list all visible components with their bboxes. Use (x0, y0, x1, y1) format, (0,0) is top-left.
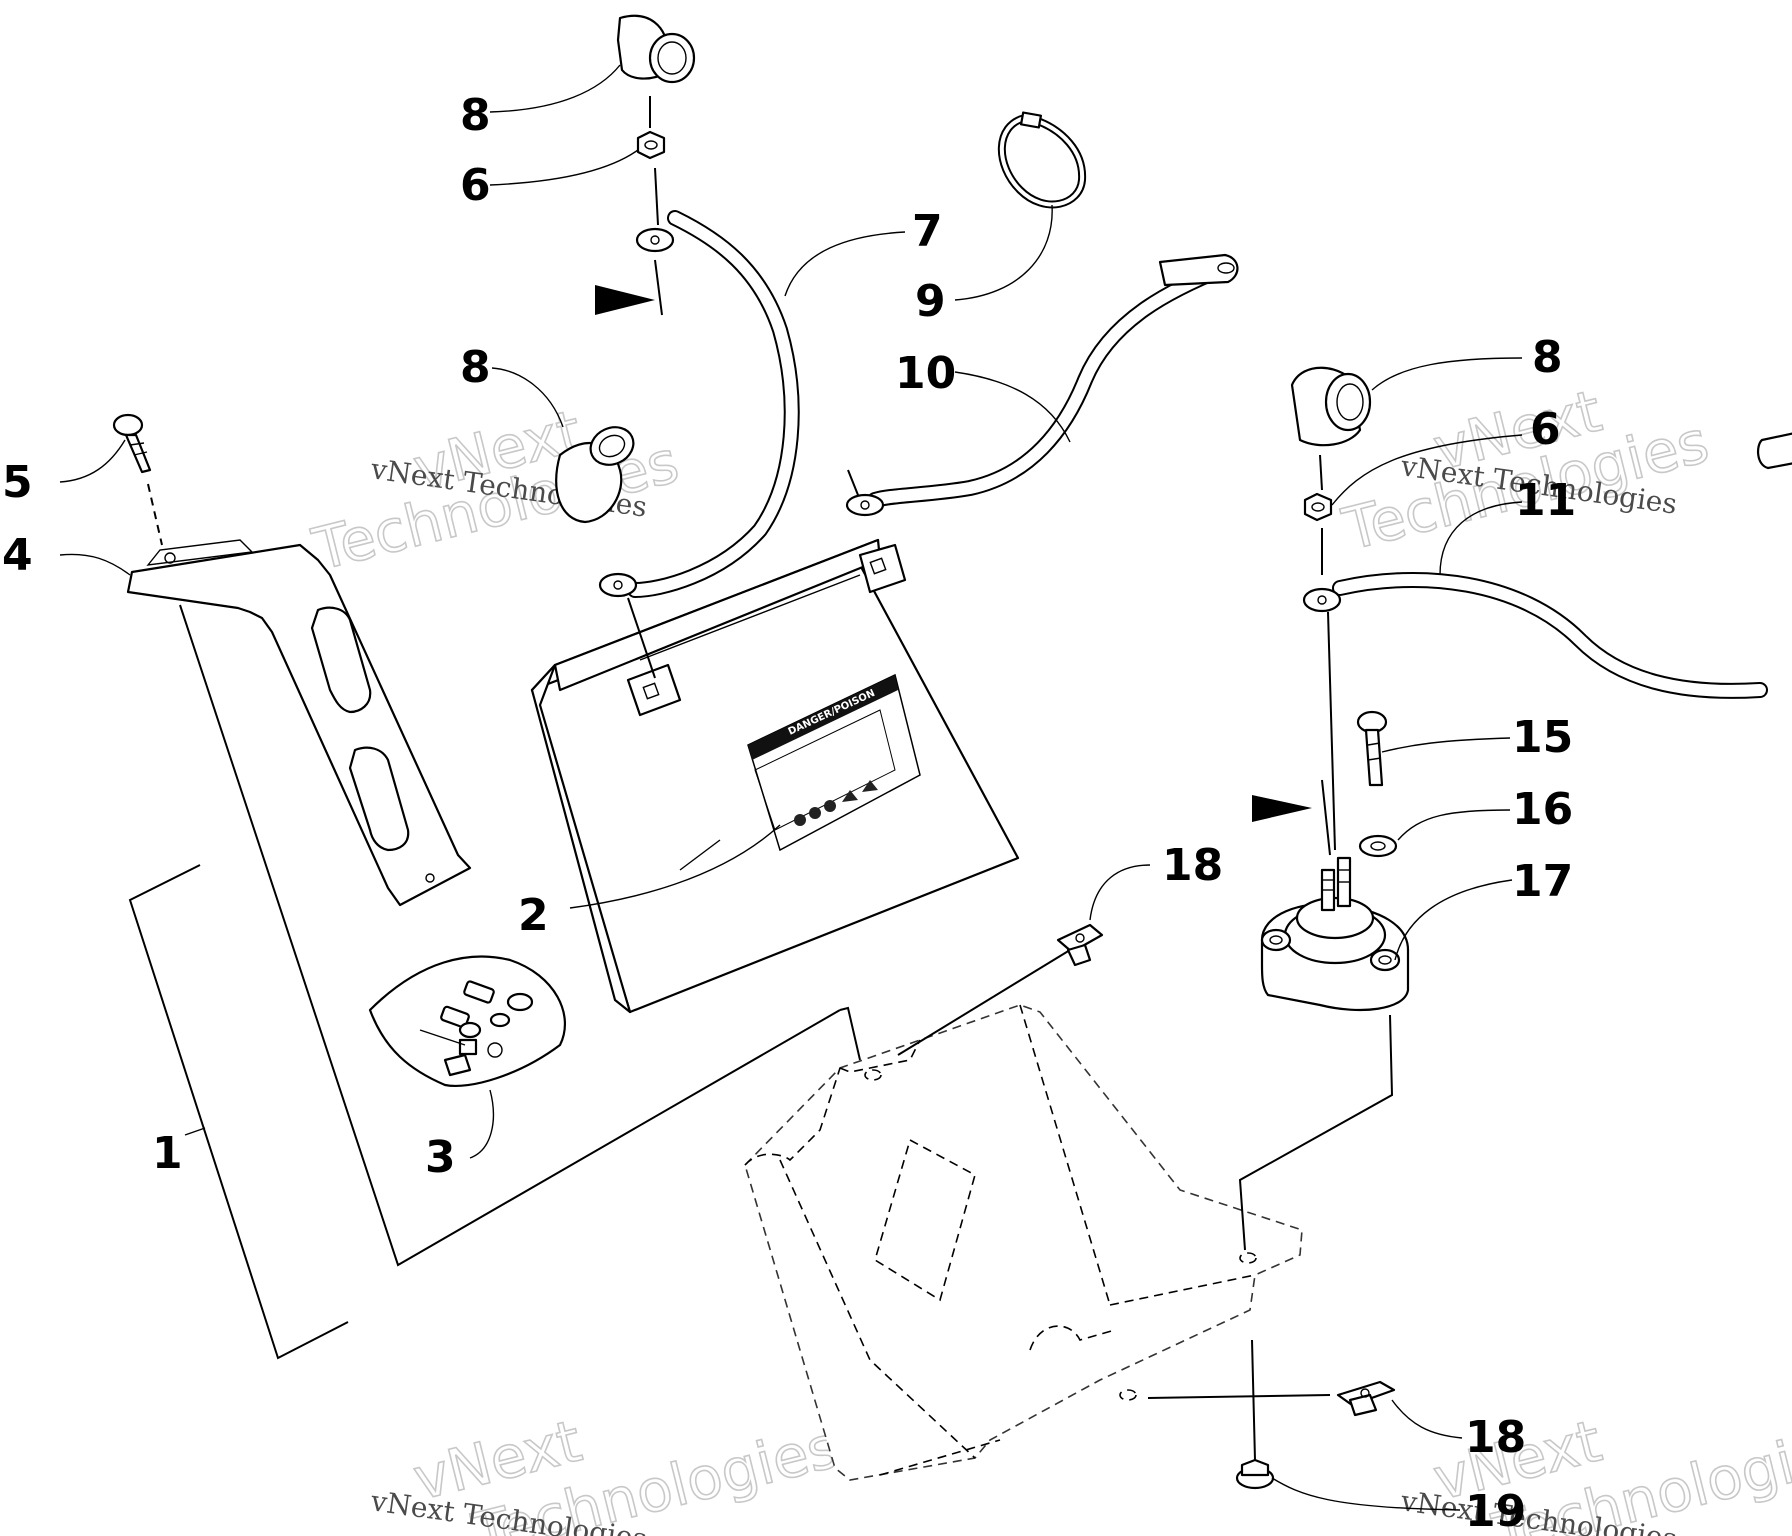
bracket-bolt (112, 413, 163, 546)
leader-7 (784, 231, 906, 297)
callout-10: 10 (895, 348, 956, 399)
callout-8-middle: 8 (460, 342, 491, 393)
callouts: 1 2 3 4 5 6 6 7 8 8 8 9 10 11 15 16 17 1… (2, 90, 1576, 1536)
callout-19: 19 (1465, 1486, 1526, 1536)
leader-5 (59, 439, 126, 483)
leader-8b (491, 367, 564, 428)
terminal-boot-top (616, 14, 696, 84)
watermark-bottom-left: vNext Technologies vNext Technologies (368, 1406, 846, 1536)
hardware-kit (368, 955, 566, 1087)
solenoid-boot (1290, 366, 1372, 447)
leader-2 (569, 824, 781, 909)
callout-9: 9 (915, 276, 946, 327)
leader-17 (1394, 879, 1513, 961)
callout-6-right: 6 (1530, 404, 1561, 455)
leader-11 (1439, 501, 1523, 576)
callout-15: 15 (1512, 712, 1573, 763)
leader-8a (489, 64, 621, 113)
terminal-nut-top (636, 130, 666, 160)
battery-tray (744, 1004, 1303, 1481)
leader-9 (954, 204, 1053, 301)
battery: DANGER/POISON (530, 538, 1020, 1014)
starter-cable (1302, 432, 1792, 699)
battery-bracket (126, 539, 472, 907)
solenoid-washer (1358, 834, 1398, 858)
leader-6b (1331, 434, 1523, 506)
solenoid-bolt (1356, 710, 1388, 787)
leader-18a (1089, 864, 1151, 921)
callout-5: 5 (2, 457, 33, 508)
battery-cable-negative (845, 253, 1239, 517)
reference-arrow-right (1252, 795, 1312, 822)
leader-6a (489, 149, 639, 186)
battery-cable-positive (598, 210, 800, 679)
callout-3: 3 (425, 1132, 456, 1183)
solenoid-nut (1303, 492, 1333, 522)
callout-8-top: 8 (460, 90, 491, 141)
leader-15 (1381, 737, 1511, 753)
leader-4 (59, 553, 131, 576)
callout-18-bottom: 18 (1465, 1412, 1526, 1463)
leader-1 (184, 1127, 206, 1136)
callout-11: 11 (1515, 475, 1576, 526)
tray-fastener (1235, 1458, 1275, 1490)
callout-6-top: 6 (460, 160, 491, 211)
starter-solenoid (1260, 856, 1410, 1012)
tray-clip-bottom (1336, 1380, 1396, 1417)
callout-18-top: 18 (1162, 840, 1223, 891)
leader-19 (1271, 1477, 1461, 1511)
watermark-bottom-right: vNext Technologies vNext Technologies (1398, 1406, 1792, 1536)
reference-arrow (595, 285, 655, 315)
cable-clamp (997, 111, 1087, 209)
callout-17: 17 (1512, 856, 1573, 907)
terminal-boot-middle (555, 426, 635, 524)
callout-2: 2 (518, 890, 549, 941)
leader-3 (469, 1089, 495, 1159)
callout-16: 16 (1512, 784, 1573, 835)
callout-8-right: 8 (1532, 332, 1563, 383)
leader-16 (1397, 809, 1511, 841)
tray-clip-top (1056, 923, 1104, 967)
callout-4: 4 (2, 530, 33, 581)
leader-18b (1391, 1399, 1463, 1439)
callout-7: 7 (912, 206, 943, 257)
callout-1: 1 (152, 1128, 183, 1179)
leader-10 (954, 371, 1071, 443)
watermark-top-left: vNext Technologies vNext Technologies (305, 396, 686, 585)
watermark-top-right: vNext Technologies vNext Technologies (1335, 376, 1716, 565)
leader-8c (1371, 357, 1523, 391)
